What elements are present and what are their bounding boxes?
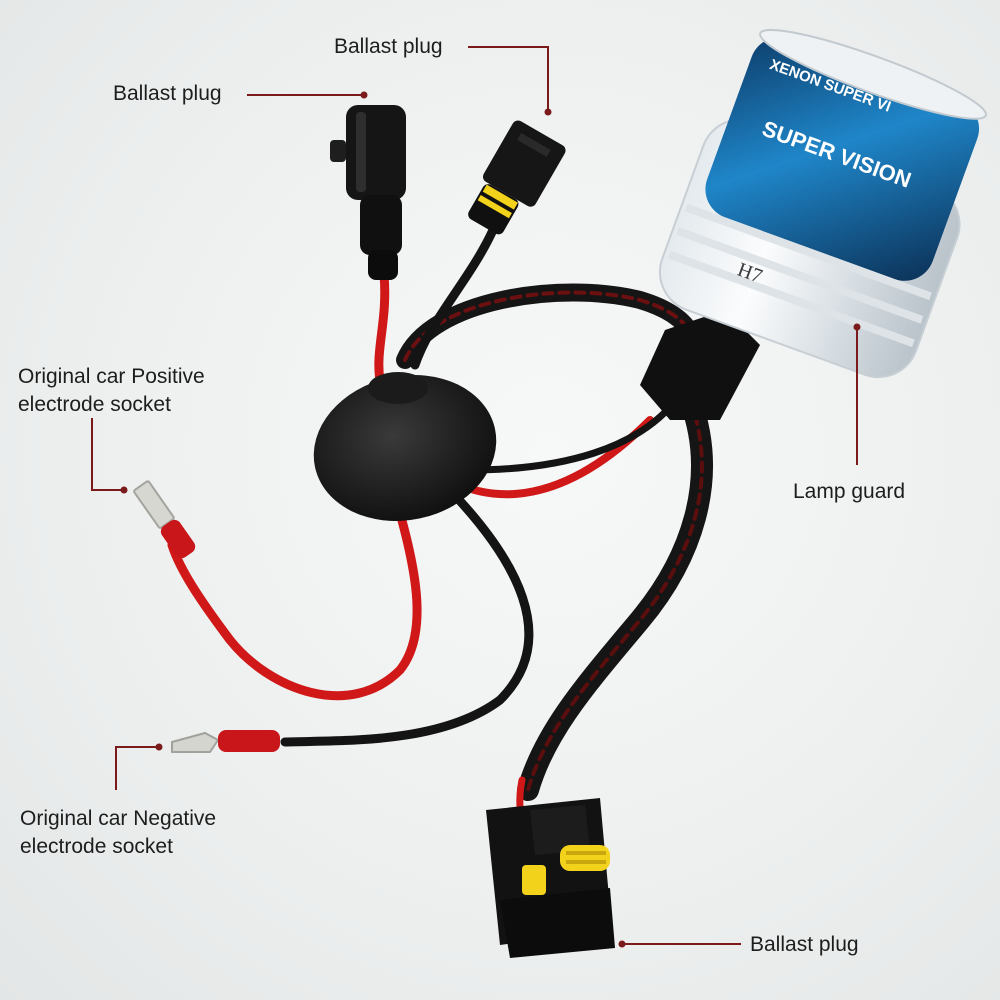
label-text: Ballast plug — [750, 933, 859, 956]
leader-ballast-top — [468, 46, 549, 112]
leader-dots — [120, 91, 861, 948]
label-ballast-plug-top: Ballast plug — [334, 34, 443, 59]
label-text: Lamp guard — [793, 480, 906, 503]
ballast-plug-top-connector — [468, 120, 566, 235]
ballast-plug-bottom-connector — [486, 798, 615, 958]
red-wire-positive — [167, 435, 422, 701]
label-lamp-guard: Lamp guard — [793, 479, 905, 504]
bulb-base — [640, 310, 760, 420]
label-negative-socket: Original car Negative electrode socket — [20, 806, 216, 859]
positive-terminal — [133, 480, 196, 559]
red-wire-upper — [374, 270, 390, 385]
label-text: Ballast plug — [334, 35, 443, 58]
label-ballast-plug-bottom: Ballast plug — [750, 932, 859, 957]
label-positive-socket: Original car Positive electrode socket — [18, 364, 205, 417]
label-line-1: Original car Positive — [18, 365, 205, 388]
lamp-guard-glass: XENON SUPER VI SUPER VISION H7 — [658, 28, 987, 379]
label-line-2: electrode socket — [20, 835, 173, 858]
leader-negative — [115, 746, 159, 790]
leader-lines — [91, 46, 858, 945]
label-line-2: electrode socket — [18, 393, 171, 416]
label-text: Ballast plug — [113, 82, 222, 105]
label-ballast-plug-left: Ballast plug — [113, 81, 222, 106]
ballast-plug-left-connector — [330, 105, 406, 280]
rubber-grommet — [313, 372, 497, 521]
black-wire-negative — [280, 475, 534, 747]
negative-terminal — [171, 730, 280, 753]
label-line-1: Original car Negative — [20, 807, 217, 830]
black-wire-right — [466, 391, 684, 474]
black-wire-upper — [410, 225, 498, 370]
leader-positive — [91, 418, 124, 491]
